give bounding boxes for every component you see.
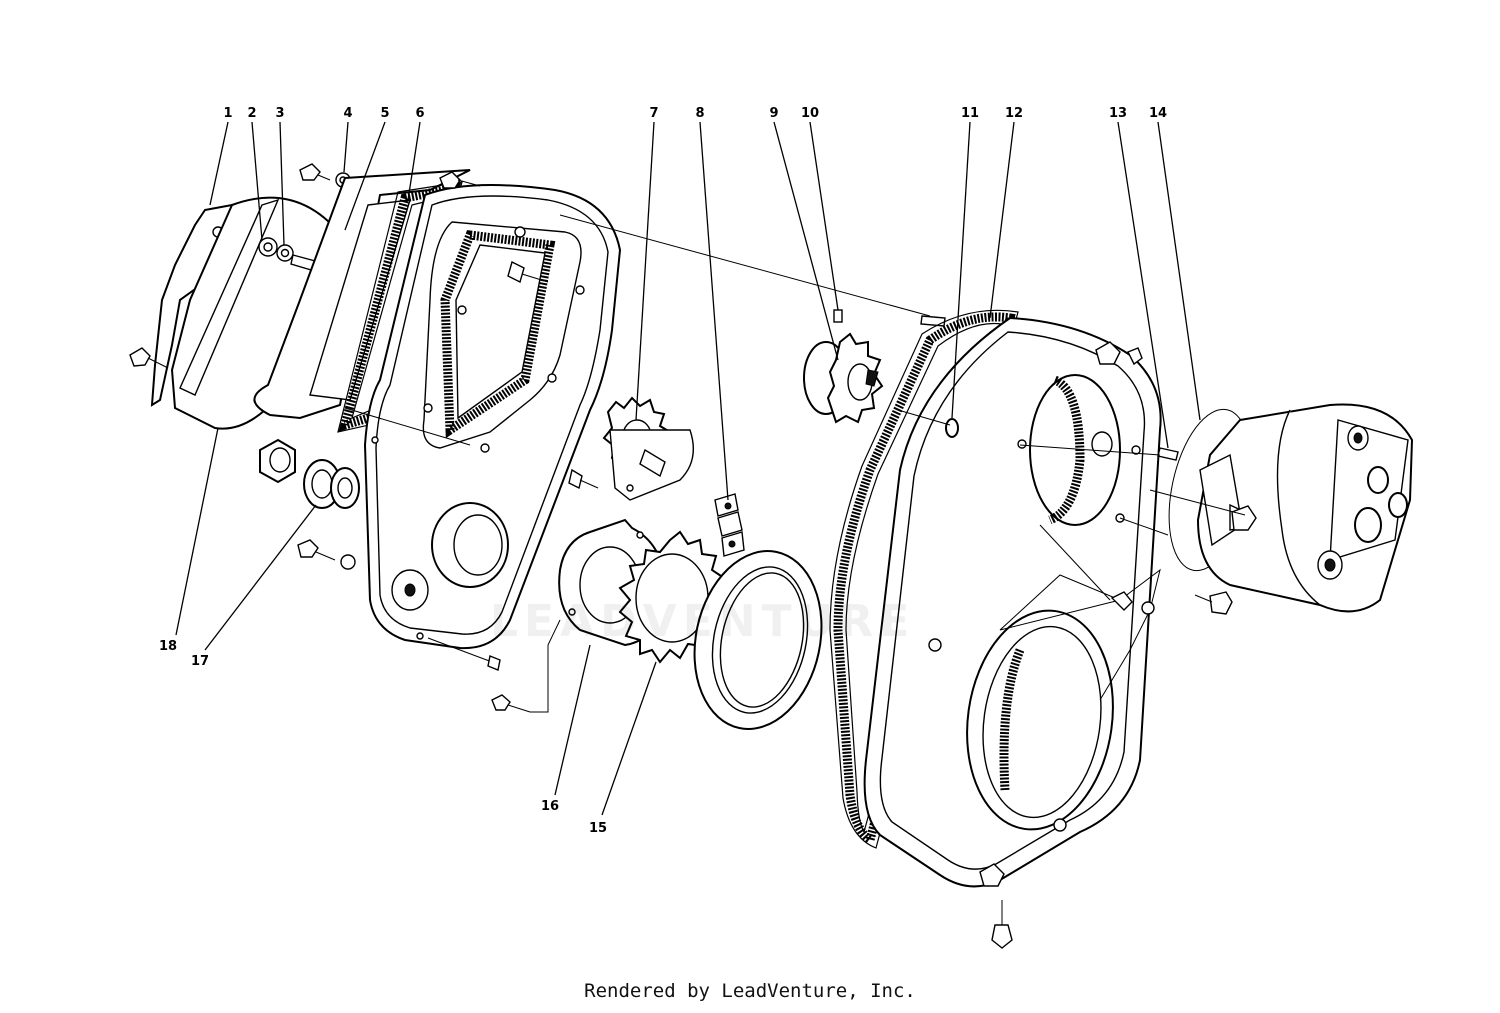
callout-12: 12 [1005, 106, 1023, 121]
callout-18: 18 [159, 639, 177, 654]
bolt-left-upper [129, 347, 169, 369]
callout-3: 3 [275, 106, 284, 121]
stud-bolt-cover [427, 171, 599, 671]
callout-2: 2 [247, 106, 256, 121]
footer-credit: Rendered by LeadVenture, Inc. [584, 980, 916, 1002]
callout-labels: 1 2 3 4 5 6 7 8 9 10 11 12 13 14 15 16 1… [159, 106, 1167, 836]
sprocket-part-9 [803, 332, 884, 424]
watermark-text: LEADVENTURE [490, 596, 916, 647]
idler-sprocket-part-7 [602, 396, 694, 501]
nut-bearing-part-17 [259, 438, 360, 509]
callout-15: 15 [589, 821, 607, 836]
seal-ring [693, 550, 823, 730]
leader-lines [175, 121, 1201, 816]
callout-16: 16 [541, 799, 559, 814]
callout-14: 14 [1149, 106, 1167, 121]
chain-link-part-8 [714, 493, 745, 557]
callout-8: 8 [695, 106, 704, 121]
callout-11: 11 [961, 106, 979, 121]
callout-1: 1 [223, 106, 232, 121]
callout-9: 9 [769, 106, 778, 121]
callout-13: 13 [1109, 106, 1127, 121]
chain-case-cover-left [363, 184, 622, 650]
key-part-10 [833, 309, 843, 323]
callout-5: 5 [380, 106, 389, 121]
callout-17: 17 [191, 654, 209, 669]
dowel-pin-part-13 [1157, 447, 1179, 461]
chain-case-housing-right [863, 316, 1162, 888]
callout-4: 4 [343, 106, 352, 121]
bolt-pump-mount [1194, 591, 1233, 615]
gasket-part-12 [829, 309, 1019, 849]
bolt-lower-left [297, 539, 531, 713]
callout-7: 7 [649, 106, 658, 121]
o-ring-part-11 [945, 418, 959, 438]
pump-assembly [1196, 403, 1414, 613]
callout-10: 10 [801, 106, 819, 121]
bolt-bottom [991, 900, 1013, 949]
pin-part [920, 315, 946, 327]
alignment-lines [344, 214, 1246, 713]
callout-6: 6 [415, 106, 424, 121]
